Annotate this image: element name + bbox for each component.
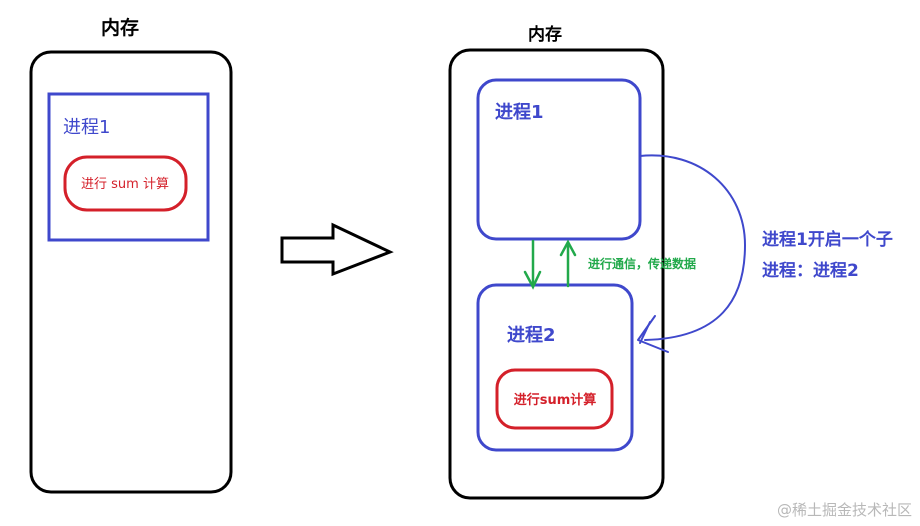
- comm-down-arrow-icon: [523, 239, 542, 290]
- right-task-box: [495, 368, 614, 430]
- process1-label: 进程1: [495, 102, 544, 123]
- left-process-box: [47, 92, 210, 242]
- watermark-text: @稀土掘金技术社区: [777, 501, 912, 519]
- spawn-label-line1: 进程1开启一个子: [762, 229, 893, 250]
- right-memory-box: [448, 48, 665, 500]
- right-memory-label: 内存: [528, 24, 562, 45]
- spawn-curve-arrow-icon: [637, 154, 746, 353]
- right-hollow-arrow-icon: [280, 222, 394, 277]
- left-process-label: 进程1: [63, 117, 110, 138]
- left-memory-label: 内存: [101, 16, 139, 39]
- communication-label: 进行通信，传递数据: [588, 256, 696, 271]
- left-memory-box: [29, 50, 233, 494]
- left-task-label: 进行 sum 计算: [81, 177, 169, 192]
- left-task-box: [63, 155, 188, 212]
- process1-box: [476, 78, 642, 241]
- right-task-label: 进行sum计算: [514, 392, 597, 408]
- comm-up-arrow-icon: [559, 239, 577, 288]
- spawn-label-line2: 进程：进程2: [762, 261, 859, 281]
- process2-box: [476, 283, 634, 452]
- process2-label: 进程2: [507, 325, 556, 346]
